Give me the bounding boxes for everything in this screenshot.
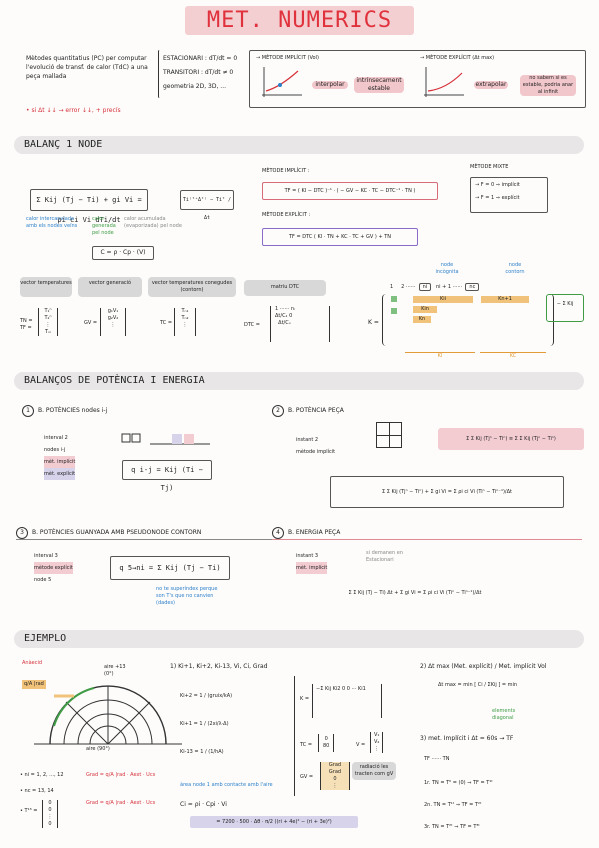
b2-equation-1: Σ Σ Kij (Tjⁿ − Tiⁿ) ≡ Σ Σ Kij (Tjⁿ − Tiⁿ… <box>438 428 584 450</box>
semicircle-mesh-icon <box>34 685 182 745</box>
brace <box>158 50 161 98</box>
section-balancos: BALANÇOS DE POTÈNCIA I ENERGIA <box>14 372 584 390</box>
b2-list: instant 2 mètode implícit <box>296 437 336 455</box>
explicit-equation: TF = DTC ( KI · TN + KC · TC + GV ) + TN <box>262 228 418 246</box>
k-formulas: Ki+2 = 1 / (gruix/kA) Ki+1 = 1 / (2xi/λ·… <box>180 693 233 755</box>
explicit-graph-icon <box>424 67 464 97</box>
implicit-steps: 1r. TN = T⁰ = (0) ⇒ TF = T¹ᵗ 2n. TN = T¹… <box>424 780 493 830</box>
example-k-matrix: −Σ Kij Ki2 0 0 ··· Ki1 <box>312 684 382 718</box>
section-exemple: EJEMPLO <box>14 630 584 648</box>
sum-kij-box: − Σ Kij <box>546 294 584 322</box>
intro-note: • si Δt ↓↓ → error ↓↓, + precís <box>26 107 121 114</box>
b2-equation-2: Σ Σ Kij (Tjⁿ − Tiⁿ) + Σ gi Vi = Σ ρi ci … <box>330 476 564 508</box>
b4-equation: Σ Σ Kij (Tj − Ti) Δt + Σ gi Vi = Σ ρi ci… <box>348 590 482 596</box>
node-equation: Σ Kij (Tj − Ti) + gi Vi = ρi ci Vi dTi/d… <box>30 189 148 224</box>
section-balanc-node: BALANÇ 1 NODE <box>14 136 584 154</box>
implicit-graph-icon <box>262 67 302 97</box>
intro-text: Mètodes quantitatius (PC) per computar l… <box>26 55 148 80</box>
b4-list: instant 3 mèt. implícit <box>296 550 328 574</box>
implicit-equation: TF = ( KI − DTC )⁻¹ · ( − GV − KC · TC −… <box>262 182 438 200</box>
b1-list: interval 2 nodes i-j mèt. implícit mèt. … <box>44 432 76 480</box>
b1-timeline-icon <box>121 433 210 445</box>
b3-list: interval 3 mètode explícit node 5 <box>34 553 73 583</box>
dtmax-title: 2) Δt max (Met. explícit) / Met. implíci… <box>420 663 547 670</box>
props-list: ESTACIONARI : dT/dt = 0 TRANSITORI : dT/… <box>163 55 238 90</box>
k-matrix-header: 1 2 ······ ni ni + 1 ······ nc <box>390 283 550 291</box>
b2-grid-icon <box>376 422 402 448</box>
page-title: MET. NUMERICS <box>0 6 599 35</box>
b3-equation: q 5→ni = Σ Kij (Tj − Ti) <box>110 556 230 580</box>
node-result: Ti⁽ᵗ⁺Δᵗ⁾ − Tiᵗ / Δt <box>180 190 234 221</box>
methods-box: → MÈTODE IMPLÍCIT (Vol) interpolar intrí… <box>249 50 586 108</box>
mixte-box: → F = 0 ⇒ implícit → F = 1 ⇒ explícit <box>470 177 548 213</box>
c-formula: C = ρ · Cp · (V) <box>92 246 154 260</box>
k-matrix: Kii Kin Kn Kn+1 <box>382 294 554 346</box>
b1-equation: q i-j = Kij (Ti − Tj) <box>122 460 212 492</box>
